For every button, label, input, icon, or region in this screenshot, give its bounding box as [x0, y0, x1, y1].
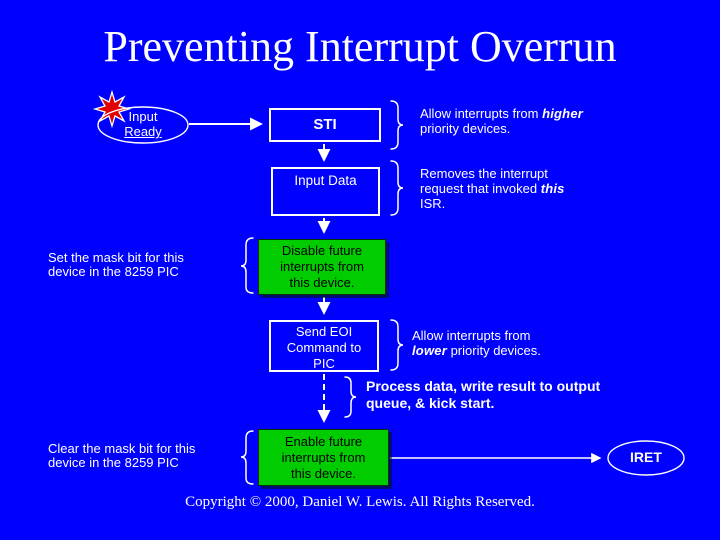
copyright-notice: Copyright © 2000, Daniel W. Lewis. All R… — [185, 494, 535, 510]
slide-title: Preventing Interrupt Overrun — [103, 22, 617, 71]
disable-line1: Disable future — [281, 243, 363, 258]
process-data-annotation: Process data, write result to output que… — [366, 378, 600, 412]
removes-line3: ISR. — [420, 196, 446, 211]
allow-lower-line2: lower priority devices. — [412, 343, 541, 358]
disable-interrupts-box: Disable future interrupts from this devi… — [258, 239, 386, 295]
input-ready-label: Input Ready — [98, 109, 188, 139]
process-line1: Process data, write result to output — [366, 378, 601, 394]
brace-process-annotation — [344, 376, 357, 418]
enable-line1: Enable future — [284, 434, 363, 449]
set-mask-line2: device in the 8259 PIC — [48, 264, 179, 279]
clear-mask-label: Clear the mask bit for this device in th… — [48, 442, 195, 470]
set-mask-label: Set the mask bit for this device in the … — [48, 251, 184, 279]
enable-line3: this device. — [290, 466, 357, 481]
set-mask-line1: Set the mask bit for this — [48, 250, 184, 265]
allow-higher-annotation: Allow interrupts from higher priority de… — [420, 106, 583, 136]
clear-mask-line2: device in the 8259 PIC — [48, 455, 179, 470]
brace-sendeoi-annotation — [390, 319, 404, 371]
brace-sti-annotation — [390, 100, 404, 150]
send-eoi-line2: Command to — [286, 340, 362, 355]
sti-box: STI — [269, 108, 381, 142]
send-eoi-line1: Send EOI — [295, 324, 353, 339]
clear-mask-line1: Clear the mask bit for this — [48, 441, 196, 456]
allow-higher-line1: Allow interrupts from higher — [420, 106, 584, 121]
disable-line2: interrupts from — [280, 259, 364, 274]
removes-request-annotation: Removes the interrupt request that invok… — [420, 166, 565, 211]
allow-lower-line1: Allow interrupts from — [412, 328, 531, 343]
allow-lower-annotation: Allow interrupts from lower priority dev… — [412, 328, 541, 358]
input-ready-line2: Ready — [124, 124, 162, 139]
removes-line1: Removes the interrupt — [420, 166, 548, 181]
iret-label: IRET — [630, 449, 662, 465]
removes-line2: request that invoked this — [420, 181, 565, 196]
allow-higher-line2: priority devices. — [420, 121, 511, 136]
disable-line3: this device. — [289, 275, 355, 290]
brace-inputdata-annotation — [390, 160, 404, 216]
process-line2: queue, & kick start. — [366, 395, 495, 411]
input-ready-line1: Input — [128, 109, 158, 124]
input-data-box: Input Data — [271, 167, 380, 216]
enable-interrupts-box: Enable future interrupts from this devic… — [258, 429, 389, 486]
send-eoi-line3: PIC — [313, 356, 335, 371]
brace-setmask-label — [240, 237, 254, 294]
send-eoi-box: Send EOI Command to PIC — [269, 320, 379, 372]
enable-line2: interrupts from — [281, 450, 366, 465]
brace-clearmask-label — [240, 430, 254, 485]
